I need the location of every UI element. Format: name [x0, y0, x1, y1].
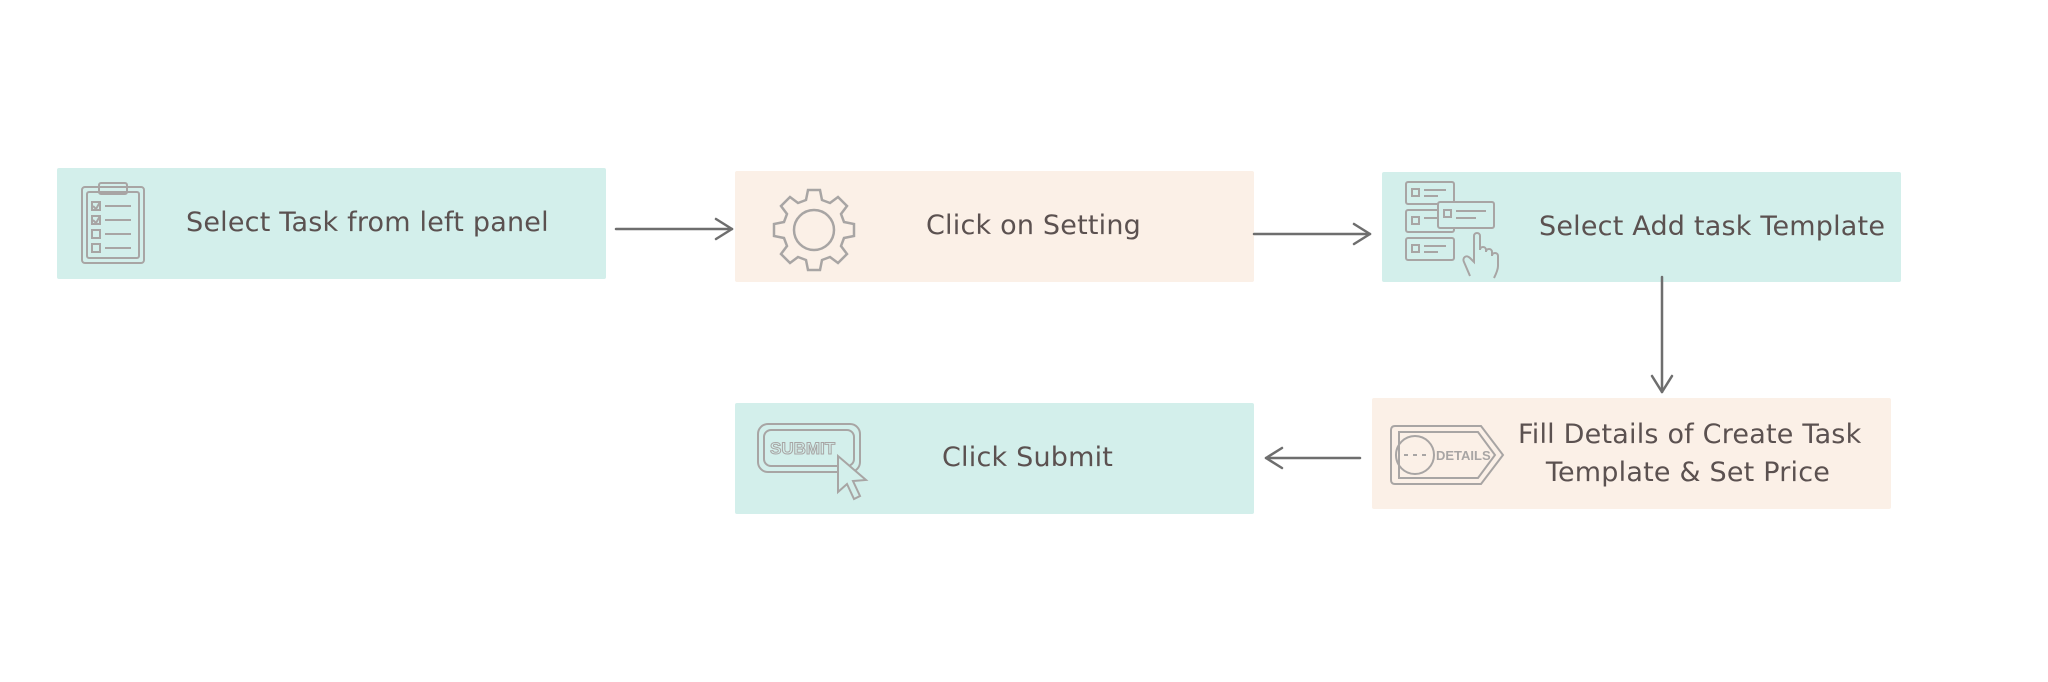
step-4-box: DETAILS Fill Details of Create Task Temp…: [1372, 398, 1891, 509]
arrow-step-3-to-4: [1650, 275, 1674, 394]
details-tag-icon: DETAILS: [1389, 424, 1505, 486]
gear-icon: [770, 186, 858, 274]
step-5-label: Click Submit: [942, 442, 1114, 473]
details-icon-text: DETAILS: [1436, 448, 1491, 463]
submit-button-cursor-icon: SUBMIT: [756, 422, 876, 502]
step-4-label-line-2: Template & Set Price: [1545, 457, 1831, 488]
step-2-box: Click on Setting: [735, 171, 1254, 282]
step-5-box: SUBMIT Click Submit: [735, 403, 1254, 514]
step-4-label-line-1: Fill Details of Create Task: [1518, 419, 1862, 450]
template-list-hand-icon: [1404, 180, 1500, 279]
submit-icon-text: SUBMIT: [770, 439, 836, 458]
step-2-label: Click on Setting: [926, 210, 1142, 241]
step-3-box: Select Add task Template: [1382, 172, 1901, 282]
step-3-label: Select Add task Template: [1539, 211, 1886, 242]
arrow-step-4-to-5: [1264, 446, 1362, 470]
arrow-step-2-to-3: [1252, 222, 1372, 246]
clipboard-checklist-icon: [79, 182, 147, 266]
step-1-label: Select Task from left panel: [186, 207, 549, 238]
step-1-box: Select Task from left panel: [57, 168, 606, 279]
arrow-step-1-to-2: [614, 217, 734, 241]
